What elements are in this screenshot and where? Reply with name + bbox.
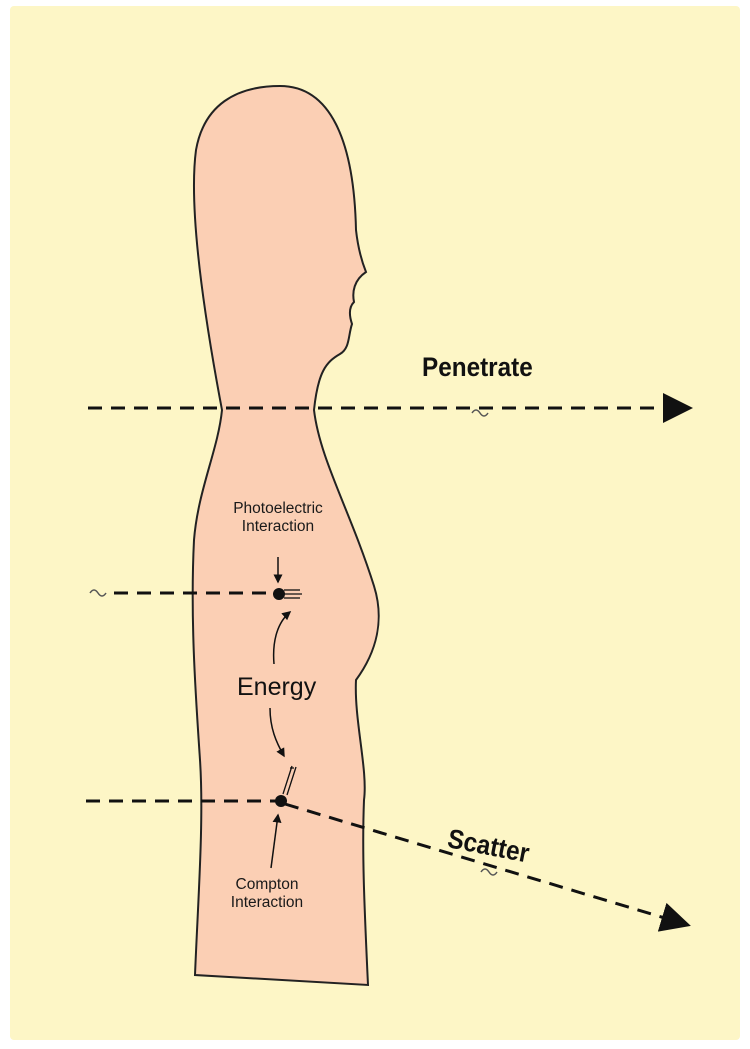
label-photoelectric-line2: Interaction — [204, 518, 352, 536]
wave-marker-photoelectric — [90, 590, 106, 596]
label-compton-line2: Interaction — [203, 894, 331, 912]
photoelectric-dot — [273, 588, 285, 600]
wave-marker-scatter — [481, 869, 497, 875]
label-photoelectric-line1: Photoelectric — [204, 500, 352, 518]
label-energy: Energy — [237, 673, 316, 702]
label-penetrate: Penetrate — [422, 352, 533, 383]
label-compton-line1: Compton — [203, 876, 331, 894]
label-compton: Compton Interaction — [203, 876, 331, 912]
compton-dot — [275, 795, 287, 807]
label-photoelectric: Photoelectric Interaction — [204, 500, 352, 536]
wave-marker-penetrate — [472, 410, 488, 416]
